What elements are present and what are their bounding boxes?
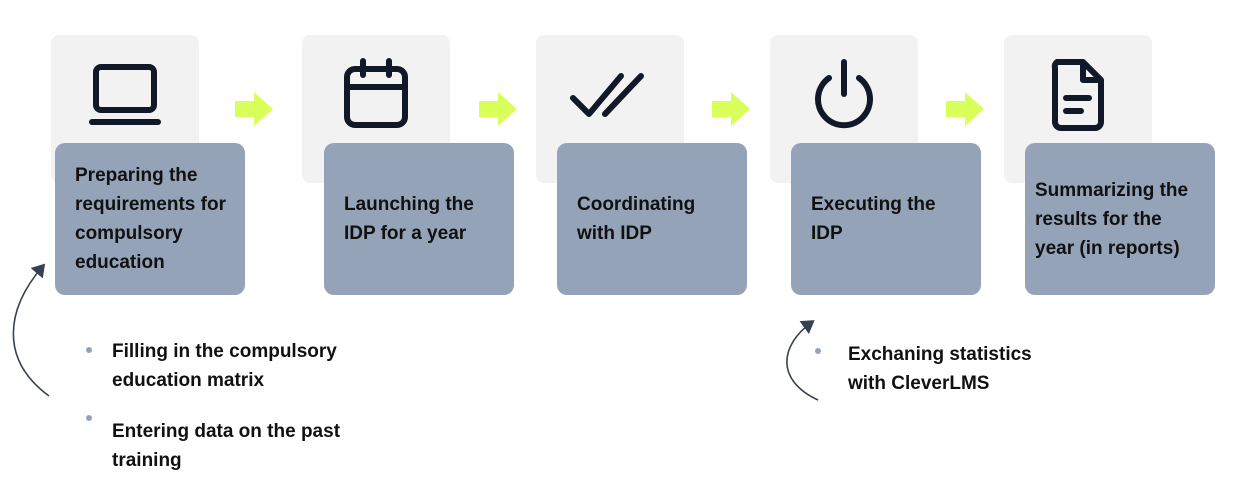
step-3-label: Coordinating with IDP bbox=[577, 194, 696, 244]
step-arrow-icon bbox=[479, 92, 517, 126]
double-check-icon bbox=[570, 73, 644, 117]
bullet-dot bbox=[815, 348, 821, 354]
laptop-icon bbox=[89, 64, 161, 125]
note-filling-matrix: Filling in the compulsory education matr… bbox=[112, 341, 337, 391]
step-5-label-box: Summarizing the results for the year (in… bbox=[1025, 143, 1215, 295]
note-entering-data: Entering data on the past training bbox=[112, 421, 341, 471]
step-arrow-icon bbox=[946, 92, 984, 126]
calendar-icon bbox=[344, 58, 408, 128]
note-exchanging-statistics: Exchaning statistics with CleverLMS bbox=[848, 344, 1032, 394]
left-curved-arrow bbox=[12, 263, 50, 397]
right-curved-arrow bbox=[786, 320, 819, 401]
bullet-dot bbox=[86, 347, 92, 353]
step-5-label: Summarizing the results for the year (in… bbox=[1035, 179, 1189, 259]
step-1-label-box: Preparing the requirements for compulsor… bbox=[55, 143, 245, 295]
step-2-label: Launching the IDP for a year bbox=[344, 194, 474, 244]
step-arrow-icon bbox=[235, 92, 273, 126]
step-2-label-box: Launching the IDP for a year bbox=[324, 143, 514, 295]
step-1-label: Preparing the requirements for compulsor… bbox=[75, 165, 226, 273]
step-4-label-box: Executing the IDP bbox=[791, 143, 981, 295]
power-icon bbox=[815, 59, 873, 129]
step-arrow-icon bbox=[712, 92, 750, 126]
step-4-label: Executing the IDP bbox=[811, 194, 936, 244]
bullet-dot bbox=[86, 415, 92, 421]
document-icon bbox=[1051, 59, 1104, 131]
step-3-label-box: Coordinating with IDP bbox=[557, 143, 747, 295]
